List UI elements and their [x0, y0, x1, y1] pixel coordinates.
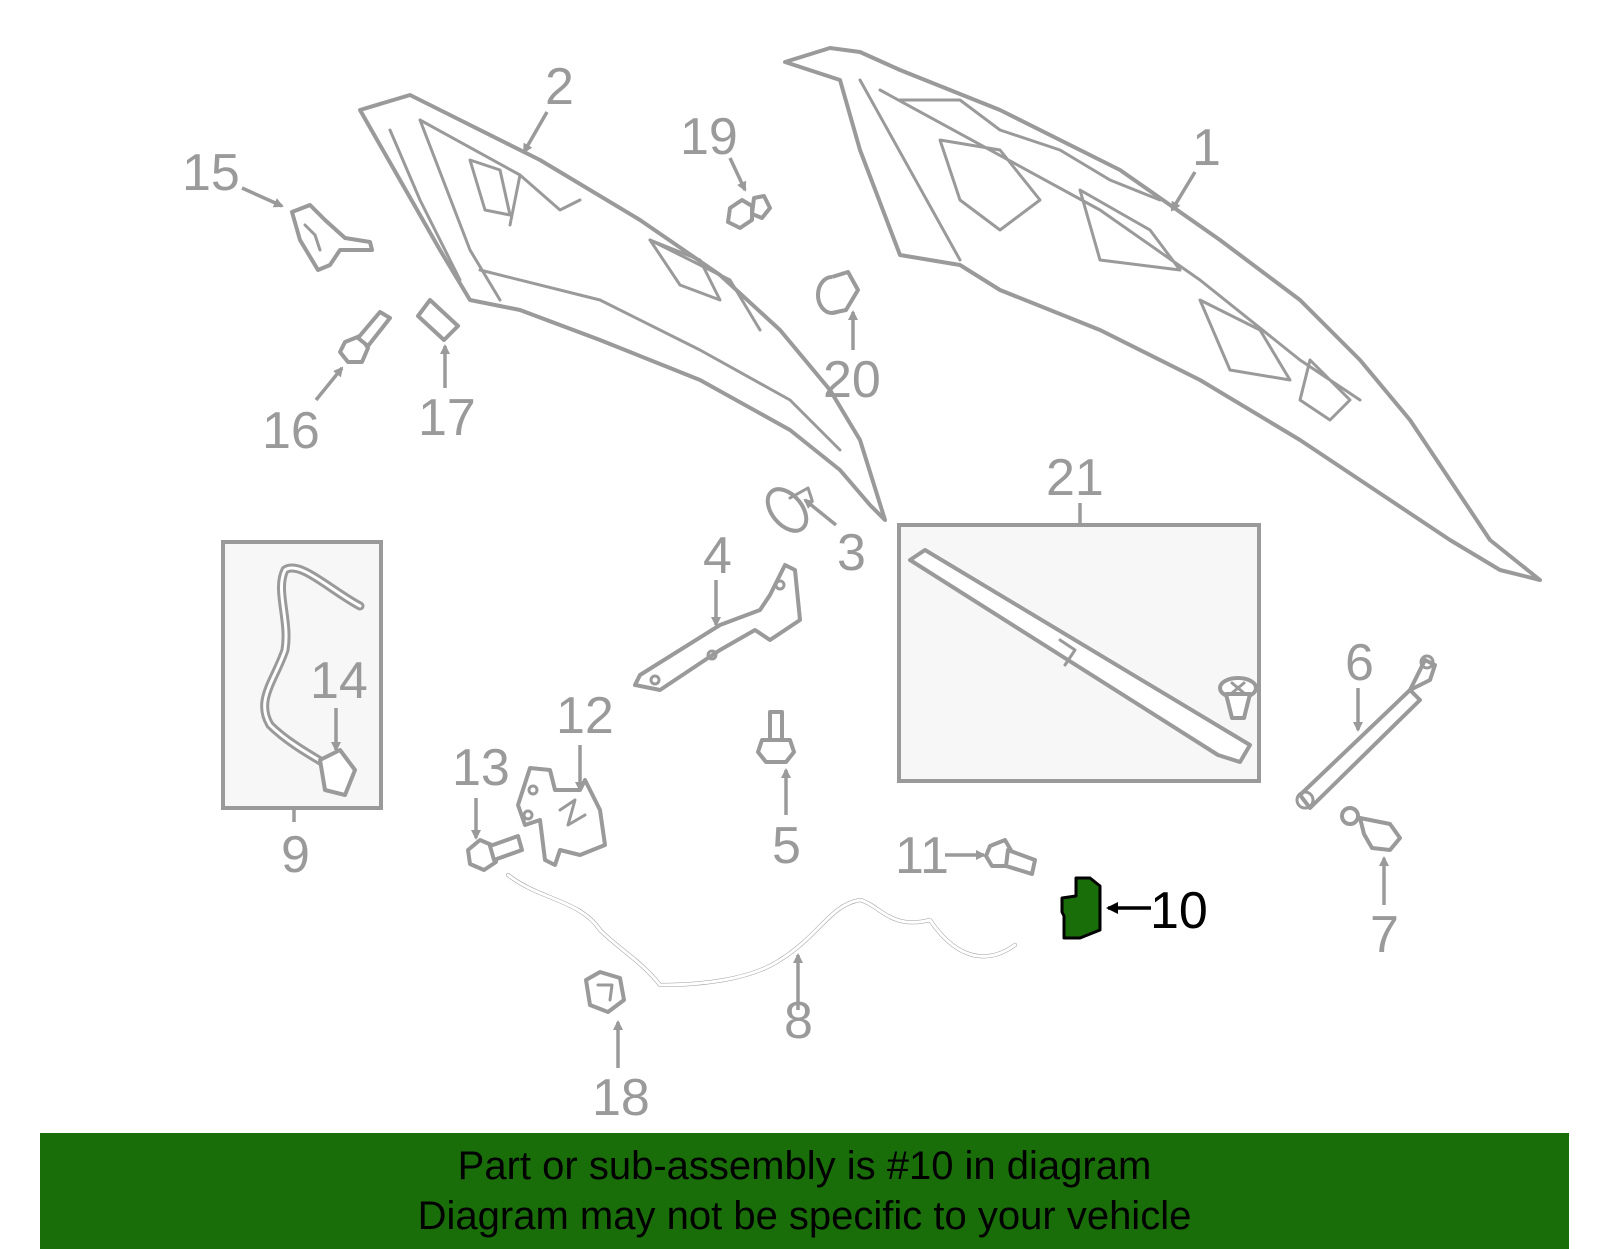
hood-seal	[908, 548, 1258, 764]
highlighted-part-10	[1060, 876, 1102, 940]
clip-19	[726, 194, 772, 230]
callout-19: 19	[680, 108, 738, 166]
prop-rod	[260, 563, 365, 797]
callout-14: 14	[310, 652, 368, 710]
callout-4: 4	[703, 527, 732, 585]
callout-9: 9	[281, 826, 310, 884]
leader-lines	[241, 111, 1389, 1068]
callout-1: 1	[1192, 119, 1221, 177]
callout-17: 17	[418, 389, 476, 447]
callout-18: 18	[592, 1069, 650, 1127]
safety-hook	[290, 203, 374, 272]
callout-16: 16	[262, 402, 320, 460]
callout-labels: 1 2 3 4 5 6 7 8 9 10 11 12 13 14 15 16 1…	[182, 58, 1399, 1127]
hood-bracket	[633, 563, 802, 692]
callout-13: 13	[452, 739, 510, 797]
callout-10: 10	[1150, 882, 1208, 940]
hood-latch	[516, 766, 607, 867]
release-cable	[506, 873, 1017, 987]
push-clip	[765, 486, 814, 533]
info-banner: Part or sub-assembly is #10 in diagram D…	[40, 1133, 1569, 1249]
callout-2: 2	[545, 58, 574, 116]
hood-panel	[783, 46, 1542, 582]
callout-3: 3	[837, 524, 866, 582]
callout-20: 20	[823, 351, 881, 409]
callout-5: 5	[772, 817, 801, 875]
callout-12: 12	[556, 687, 614, 745]
bolt-13	[466, 834, 524, 872]
bolt-16	[338, 310, 392, 364]
callout-15: 15	[182, 144, 240, 202]
pad-17	[416, 298, 460, 342]
callout-11: 11	[895, 827, 949, 885]
part-10-shape	[1060, 876, 1102, 940]
bumper-20	[816, 270, 860, 315]
bolt-11	[984, 838, 1037, 876]
bumper-18	[584, 970, 626, 1014]
callout-8: 8	[784, 992, 813, 1050]
assembly-box-9	[221, 540, 383, 810]
hood-strut	[1295, 654, 1437, 810]
banner-line-1: Part or sub-assembly is #10 in diagram	[457, 1144, 1152, 1188]
callout-21: 21	[1046, 449, 1104, 507]
callout-7: 7	[1370, 906, 1399, 964]
hood-inner-frame	[358, 93, 887, 522]
callout-6: 6	[1345, 634, 1374, 692]
stud-bolt	[756, 710, 796, 764]
banner-line-2: Diagram may not be specific to your vehi…	[417, 1194, 1192, 1238]
ball-stud	[1340, 806, 1402, 852]
